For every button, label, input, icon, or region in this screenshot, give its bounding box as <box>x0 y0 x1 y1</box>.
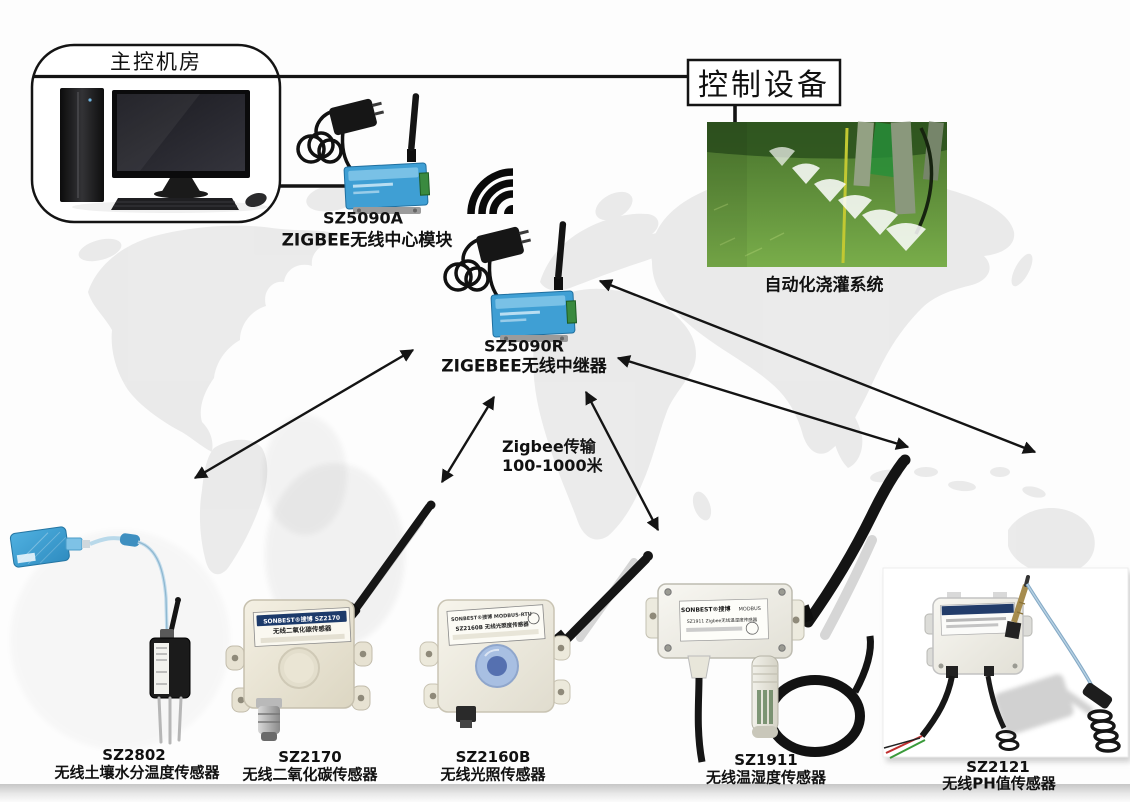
sz5090a-device-illustration <box>296 93 431 214</box>
sz5090a-name-label: ZIGBEE无线中心模块 <box>281 230 453 251</box>
sz2160b-device-illustration: SONBEST®搜博 MODBUS-RTU SZ2160B 无线光照度传感器 <box>419 551 653 728</box>
sz2170-model-label: SZ2170 <box>278 748 342 766</box>
irrigation-caption: 自动化浇灌系统 <box>764 275 884 296</box>
sprinkler-sprays <box>769 147 926 251</box>
sz2170-name-label: 无线二氧化碳传感器 <box>242 765 378 784</box>
sz1911-model-label: SZ1911 <box>734 751 798 769</box>
sz2121-photo-card <box>882 567 1130 762</box>
computer-illustration <box>60 88 268 213</box>
sz1911-plate-brand: SONBEST®搜博 <box>681 605 731 614</box>
sz1911-plate-proto: MODBUS <box>738 606 761 613</box>
sz1911-device-illustration: SONBEST®搜博 MODBUS SZ1911 Zigbee无线温湿度传感器 <box>645 454 911 763</box>
control-device-label: 控制设备 <box>698 68 830 103</box>
sz2170-plate-line2: 无线二氧化碳传感器 <box>272 623 332 635</box>
sz2802-name-label: 无线土壤水分温度传感器 <box>54 763 220 782</box>
sz1911-name-label: 无线温湿度传感器 <box>705 768 827 787</box>
sz5090r-model-label: SZ5090R <box>484 336 564 356</box>
link-arrow-sz2802 <box>193 348 415 480</box>
sz2160b-name-label: 无线光照传感器 <box>440 765 546 784</box>
sz5090a-model-label: SZ5090A <box>322 208 404 228</box>
control-device-box <box>686 58 842 107</box>
irrigation-photo <box>707 121 947 267</box>
sz2802-device-illustration <box>9 526 191 745</box>
sz1911-plate-line2: SZ1911 Zigbee无线温湿度传感器 <box>687 616 758 625</box>
sz2121-model-label: SZ2121 <box>966 758 1030 776</box>
sz2121-name-label: 无线PH值传感器 <box>942 774 1056 793</box>
sz2170-device-illustration: SONBEST®搜博 SZ2170 无线二氧化碳传感器 <box>225 500 436 741</box>
link-arrow-sz2160b <box>584 390 660 532</box>
sz5090r-device-illustration <box>443 221 578 342</box>
wifi-signal-icon <box>467 168 514 215</box>
zigbee-link-arrows <box>193 279 1037 532</box>
link-arrow-sz2121 <box>598 279 1037 454</box>
world-map-background <box>78 169 1114 602</box>
bottom-edge-strip <box>0 784 1130 802</box>
control-room-title: 主控机房 <box>110 50 202 74</box>
sz2802-model-label: SZ2802 <box>102 746 166 764</box>
zigbee-range-line1: Zigbee传输 <box>502 437 596 456</box>
sz2160b-model-label: SZ2160B <box>455 748 531 766</box>
zigbee-range-line2: 100-1000米 <box>502 456 603 475</box>
link-arrow-sz2170 <box>440 395 496 484</box>
sz5090r-name-label: ZIGEBEE无线中继器 <box>441 356 607 377</box>
